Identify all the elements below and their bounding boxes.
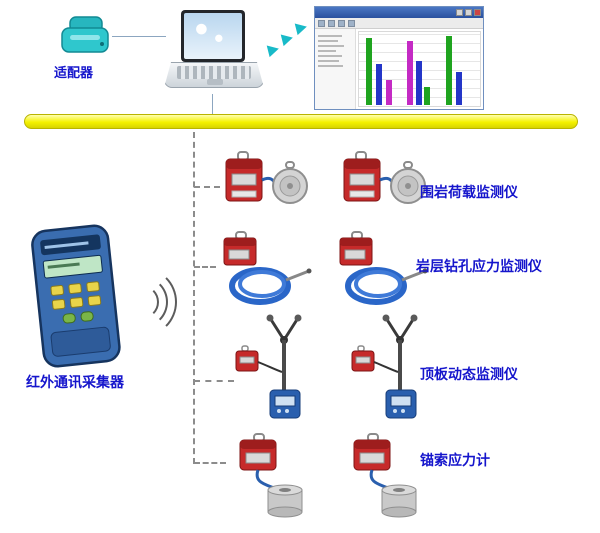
data-flow-arrow-icon xyxy=(266,42,281,58)
collector-label: 红外通讯采集器 xyxy=(26,374,124,390)
adapter-device-icon xyxy=(61,16,109,53)
chart-window-toolbar xyxy=(315,18,483,29)
data-flow-arrow-icon xyxy=(280,31,295,47)
close-icon xyxy=(474,9,481,16)
row-connector-2 xyxy=(194,266,216,268)
row-label-anchor-stress: 锚索应力计 xyxy=(420,452,490,468)
laptop-screen xyxy=(181,10,245,62)
side-panel-text-line xyxy=(318,65,343,67)
anchor-stress-gauge-device xyxy=(239,433,303,518)
chart-bar xyxy=(407,41,414,105)
chart-side-panel xyxy=(315,29,356,109)
borehole-stress-device xyxy=(223,231,312,305)
toolbar-icon xyxy=(318,19,325,27)
row-label-roof-dynamic: 顶板动态监测仪 xyxy=(420,366,518,382)
side-panel-text-line xyxy=(318,60,339,62)
laptop-bus-link xyxy=(212,94,213,114)
anchor-stress-gauge-device xyxy=(353,433,417,518)
chart-bar xyxy=(385,79,392,105)
side-panel-text-line xyxy=(318,50,336,52)
row-connector-1 xyxy=(194,186,220,188)
toolbar-icon xyxy=(348,19,355,27)
row-label-borehole-stress: 岩层钻孔应力监测仪 xyxy=(416,258,542,274)
side-panel-text-line xyxy=(318,55,342,57)
bus-bar xyxy=(24,114,578,129)
rock-load-sensor-device xyxy=(343,151,426,204)
side-panel-text-line xyxy=(318,35,342,37)
row-connector-4 xyxy=(194,462,226,464)
row-label-rock-load: 围岩荷载监测仪 xyxy=(420,184,518,200)
chart-window-titlebar xyxy=(315,7,483,18)
chart-bar xyxy=(366,38,373,105)
y-fork xyxy=(384,317,416,341)
laptop-screen-content xyxy=(184,13,242,59)
side-panel-text-line xyxy=(318,40,338,42)
minimize-icon xyxy=(456,9,463,16)
y-fork xyxy=(268,317,300,341)
chart-bar xyxy=(415,60,422,105)
adapter-laptop-link xyxy=(112,36,166,37)
chart-bar xyxy=(375,63,382,105)
adapter-label: 适配器 xyxy=(54,65,94,80)
row-connector-3 xyxy=(194,380,234,382)
chart-bar xyxy=(455,72,462,105)
signal-arc-icon xyxy=(107,267,177,337)
laptop-keyboard xyxy=(164,62,264,88)
laptop-keys xyxy=(177,66,251,79)
borehole-stress-device xyxy=(339,231,428,305)
roof-dynamic-device xyxy=(351,314,418,419)
maximize-icon xyxy=(465,9,472,16)
chart-bar xyxy=(424,87,431,105)
laptop xyxy=(164,10,264,94)
roof-dynamic-device xyxy=(235,314,302,419)
chart-bar xyxy=(446,36,453,105)
trunk-line xyxy=(193,132,195,464)
coiled-cable xyxy=(229,267,291,305)
toolbar-icon xyxy=(338,19,345,27)
chart-window xyxy=(314,6,484,110)
handheld-collector-device xyxy=(31,224,121,368)
data-flow-arrow-icon xyxy=(294,20,309,36)
chart-window-body xyxy=(315,29,483,109)
chart-plot-area xyxy=(358,31,481,107)
side-panel-text-line xyxy=(318,45,344,47)
rock-load-sensor-device xyxy=(225,151,308,204)
toolbar-icon xyxy=(328,19,335,27)
coiled-cable xyxy=(345,267,407,305)
laptop-touchpad xyxy=(207,79,223,85)
